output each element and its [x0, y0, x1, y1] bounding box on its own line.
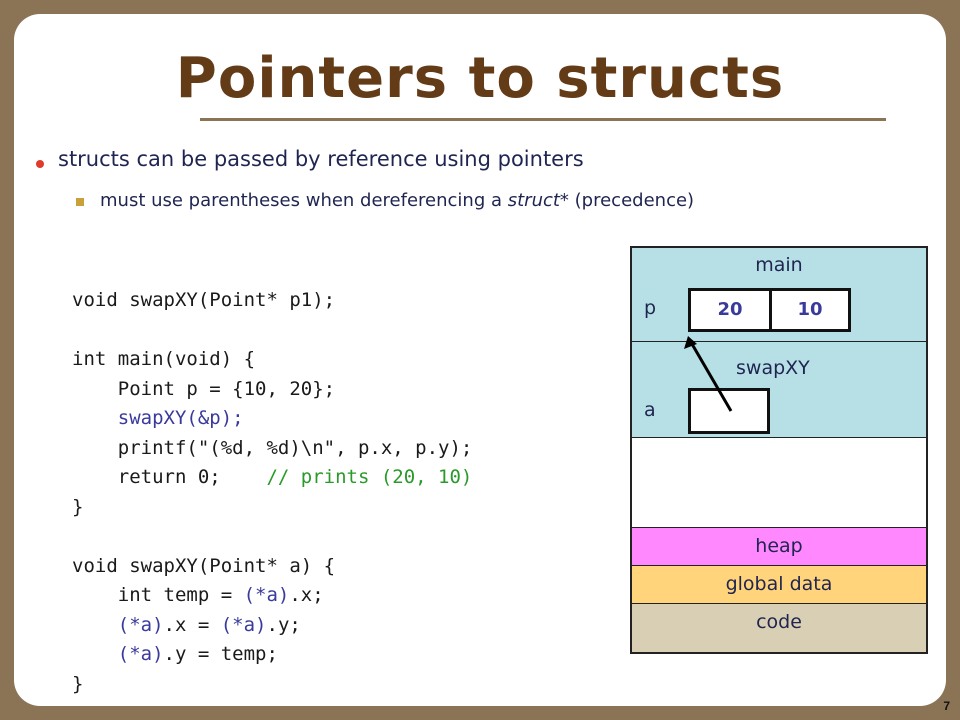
pointer-arrow-icon — [684, 336, 733, 412]
p-field-x: 20 — [688, 288, 772, 332]
global-data-label: global data — [725, 573, 833, 595]
code-deref: (*a) — [117, 613, 164, 636]
code-region-label: code — [756, 611, 802, 633]
code-block: void swapXY(Point* p1); int main(void) {… — [72, 286, 472, 699]
slide-title: Pointers to structs — [175, 46, 785, 111]
code-line: return 0; — [72, 466, 267, 488]
code-line: .x; — [289, 584, 324, 606]
code-line: } — [72, 495, 84, 518]
code-line — [72, 643, 118, 665]
code-line: void swapXY(Point* p1); — [72, 289, 336, 311]
code-line: .y = temp; — [163, 643, 278, 665]
stack-frame-swapxy — [632, 342, 926, 438]
bullet-dot-icon — [36, 160, 44, 168]
heap-label: heap — [755, 535, 803, 557]
title-divider — [200, 118, 886, 121]
bullet2-emphasis: struct* — [507, 190, 569, 211]
code-line-highlight: swapXY(&p); — [72, 407, 244, 429]
free-space — [632, 438, 926, 528]
a-pointer-cell — [688, 388, 770, 434]
code-line: int temp = — [72, 584, 244, 606]
code-line: void swapXY(Point* a) { — [72, 554, 336, 577]
p-field-y: 10 — [769, 288, 851, 332]
code-line: Point p = {10, 20}; — [72, 377, 336, 400]
global-data-region — [632, 566, 926, 604]
swapxy-frame-label: swapXY — [736, 357, 810, 379]
var-a-label: a — [644, 399, 656, 421]
bullet-point-2: must use parentheses when dereferencing … — [100, 190, 694, 211]
code-deref: (*a) — [220, 613, 267, 636]
square-bullet-icon — [76, 198, 84, 206]
bullet2-suffix: (precedence) — [568, 190, 695, 211]
main-frame-label: main — [755, 254, 803, 276]
memory-diagram: main p 20 10 swapXY a heap global data c… — [630, 246, 928, 654]
page-number: 7 — [943, 699, 950, 713]
code-line: .y; — [266, 613, 301, 636]
bullet-point-1: structs can be passed by reference using… — [58, 147, 584, 171]
code-line: printf("(%d, %d)\n", p.x, p.y); — [72, 436, 473, 459]
code-comment: // prints (20, 10) — [266, 466, 473, 488]
code-line — [72, 614, 118, 636]
code-deref: (*a) — [243, 584, 290, 606]
code-line: } — [72, 672, 84, 695]
heap-region — [632, 528, 926, 566]
bullet2-prefix: must use parentheses when dereferencing … — [100, 190, 508, 211]
code-line: int main(void) { — [72, 348, 256, 370]
code-line: .x = — [163, 613, 221, 636]
code-deref: (*a) — [117, 643, 164, 665]
code-region — [632, 604, 926, 652]
var-p-label: p — [644, 297, 657, 319]
